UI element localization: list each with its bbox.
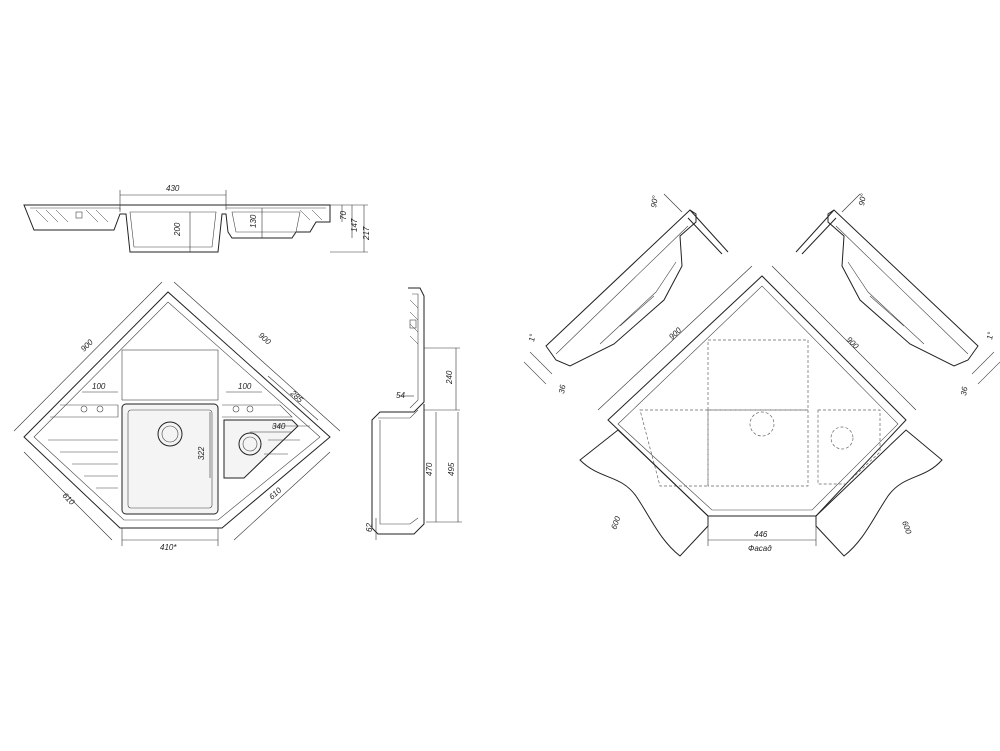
dim-inst-1-left: 1° [527,332,537,342]
tilted-section-right: 90° 1° 36 [795,192,1000,396]
dim-plan-410: 410* [160,543,177,552]
dim-inst-900-right: 900 [845,335,861,351]
dim-plan-100-left: 100 [92,382,106,391]
label-facade: Фасад [748,544,772,553]
dim-inst-600-left: 600 [609,515,622,531]
dim-inst-446: 446 [754,530,768,539]
tilted-section-left: 90° 1° 36 [523,193,729,394]
dim-top-width: 430 [166,184,180,193]
dim-inst-36-left: 36 [557,383,568,394]
dim-side-54: 54 [396,391,405,400]
dim-plan-340: 340 [272,422,286,431]
dim-inst-90-right: 90° [857,192,868,206]
dim-plan-900-left: 900 [79,337,95,353]
side-section-view: 240 54 470 495 62 [365,287,462,540]
dim-top-h147: 147 [350,218,359,232]
plan-view: 900 900 100 100 285 340 322 610 610 410* [13,281,341,552]
dim-top-bowl-depth: 200 [173,222,182,237]
dim-side-62: 62 [365,523,374,532]
dim-top-small-depth: 130 [249,214,258,228]
section-view-top: 430 200 130 70 147 217 [23,184,371,253]
dim-inst-900-left: 900 [667,325,683,341]
dim-plan-322: 322 [197,446,206,460]
dim-inst-90-left: 90° [649,194,660,208]
dim-plan-900-right: 900 [257,331,273,347]
dim-inst-36-right: 36 [959,385,970,396]
dim-inst-1-right: 1° [985,330,995,340]
dim-plan-610-left: 610 [61,491,77,507]
dim-side-240: 240 [445,370,454,385]
dim-inst-600-right: 600 [900,520,913,536]
dim-side-495: 495 [447,462,456,476]
dim-top-h217: 217 [362,226,371,241]
dim-top-h70: 70 [339,211,348,220]
dim-plan-100-right: 100 [238,382,252,391]
installation-view: 900 900 600 600 446 Фасад 90° 1° 36 [523,192,1000,557]
dim-side-470: 470 [425,462,434,476]
